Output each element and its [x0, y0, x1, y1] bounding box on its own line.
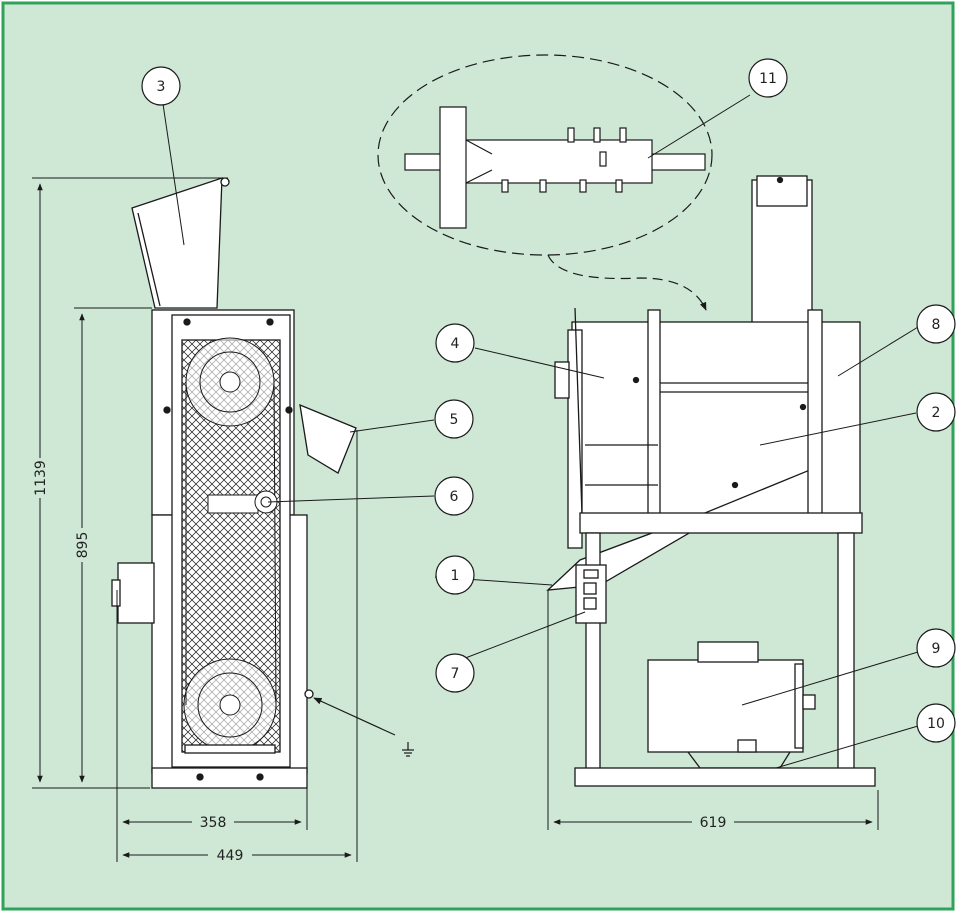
- callouts: 1 2 3 4 5 6 7 8 9 10 11: [141, 58, 956, 743]
- callout-5-label: 5: [450, 412, 459, 428]
- callout-2: 2: [916, 392, 956, 432]
- hopper: [131, 177, 230, 309]
- callout-7: 7: [435, 653, 475, 693]
- callout-6-label: 6: [450, 489, 459, 505]
- discharge-chute: [299, 403, 357, 474]
- callout-11: 11: [748, 58, 788, 98]
- callout-5: 5: [434, 399, 474, 439]
- side-view: [546, 175, 876, 787]
- detail-boundary: [377, 54, 713, 256]
- callout-6: 6: [434, 476, 474, 516]
- front-base: [151, 767, 308, 789]
- callout-10: 10: [916, 703, 956, 743]
- dim-height-total: 1139: [33, 460, 49, 496]
- callout-1: 1: [435, 555, 475, 595]
- callout-10-label: 10: [927, 716, 945, 732]
- rotor-blades: [501, 127, 627, 193]
- callout-9-label: 9: [932, 641, 941, 657]
- front-view: [111, 177, 357, 789]
- callout-8: 8: [916, 304, 956, 344]
- side-base: [574, 767, 876, 787]
- callout-7-label: 7: [451, 666, 460, 682]
- callout-4: 4: [435, 323, 475, 363]
- dimension-labels: 1139 895 358 449 619: [33, 458, 734, 864]
- side-stand: [579, 512, 863, 534]
- callout-leaders: [162, 94, 919, 769]
- ground-symbol-icon: [402, 742, 414, 757]
- dim-height-body: 895: [75, 532, 91, 559]
- callout-2-label: 2: [932, 405, 941, 421]
- callout-1-label: 1: [451, 568, 460, 584]
- rotor-detail: [377, 54, 713, 311]
- dim-width-total: 449: [217, 848, 244, 864]
- dim-width-side: 619: [700, 815, 727, 831]
- ground-indicator: [313, 697, 414, 757]
- callout-3: 3: [141, 66, 181, 106]
- dim-width-body: 358: [200, 815, 227, 831]
- callout-3-label: 3: [157, 79, 166, 95]
- front-control-box: [117, 562, 155, 624]
- callout-4-label: 4: [451, 336, 460, 352]
- belt-drive: [183, 337, 278, 752]
- callout-11-label: 11: [759, 71, 777, 87]
- motor: [647, 659, 804, 753]
- callout-8-label: 8: [932, 317, 941, 333]
- callout-9: 9: [916, 628, 956, 668]
